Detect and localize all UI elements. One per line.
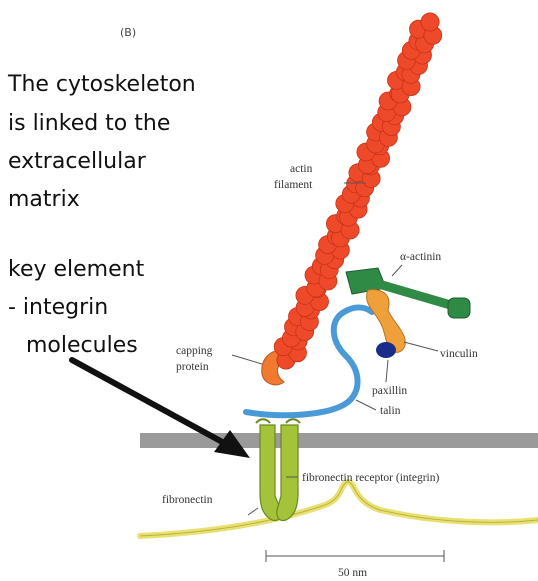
actin-label-line-1: actin (290, 163, 313, 175)
fibronectin-label: fibronectin (162, 494, 213, 506)
heading-line-4: matrix (8, 187, 80, 212)
actin-subunit (421, 13, 439, 31)
actin-label-line-2: filament (274, 179, 313, 191)
fibronectin-strand (140, 482, 538, 536)
actin-filament (274, 13, 442, 369)
heading-line-3: extracellular (8, 149, 147, 174)
vinculin-leader (404, 342, 438, 351)
plasma-membrane (140, 433, 538, 448)
scale-label: 50 nm (338, 567, 367, 579)
capping-label-line-1: capping (176, 345, 213, 357)
key-line-3: molecules (26, 333, 138, 358)
heading-line-2: is linked to the (8, 111, 170, 136)
vinculin-label: vinculin (440, 348, 478, 360)
alpha-actinin-leader (392, 265, 402, 276)
talin-leader (356, 400, 376, 410)
talin-label: talin (380, 405, 401, 417)
fibronectin-leader (248, 508, 258, 515)
capping-label-line-2: protein (176, 361, 209, 373)
alpha-actinin-label: α-actinin (400, 251, 441, 263)
heading-line-1: The cytoskeleton (7, 72, 196, 97)
scale-bar (266, 550, 444, 562)
key-line-1: key element (8, 257, 145, 282)
panel-tag: (B) (120, 26, 136, 39)
paxillin (376, 342, 396, 358)
key-line-2: - integrin (8, 295, 108, 320)
paxillin-label: paxillin (372, 385, 407, 397)
fibronectin-receptor-label: fibronectin receptor (integrin) (302, 472, 439, 484)
paxillin-leader (386, 360, 388, 382)
capping-leader (232, 355, 262, 364)
